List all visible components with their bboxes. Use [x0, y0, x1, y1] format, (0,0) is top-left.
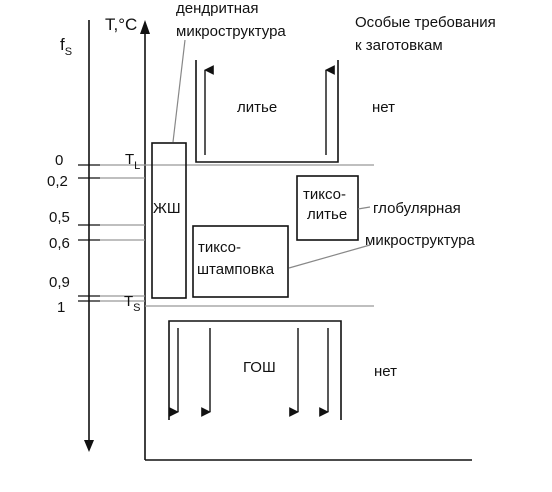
fs-ticks: 0 0,2 0,5 0,6 0,9 1	[47, 152, 100, 316]
globular-leader	[357, 206, 371, 210]
none-top-label: нет	[372, 99, 395, 116]
fs-tick-label: 0,9	[49, 274, 70, 291]
fs-axis-arrow	[84, 440, 94, 452]
fs-tick-label: 0,6	[49, 235, 70, 252]
zhsh-box	[151, 142, 187, 299]
tl-label: TL	[125, 151, 140, 172]
temperature-axis-arrow	[140, 20, 150, 34]
thixocasting-box	[296, 175, 359, 241]
guide-lines	[100, 164, 374, 307]
fs-tick-label: 0,5	[49, 209, 70, 226]
globular-label: глобулярная микроструктура	[365, 200, 475, 249]
temperature-axis-label: T,°C	[105, 15, 137, 34]
fs-tick-label: 0	[55, 152, 63, 169]
none-bottom-label: нет	[374, 363, 397, 380]
thixoforming-box	[192, 225, 289, 298]
globular-leader	[288, 244, 371, 269]
casting-label: литье	[237, 99, 277, 116]
dendritic-label: дендритная микроструктура	[176, 0, 286, 40]
gosh-label: ГОШ	[243, 359, 276, 376]
dendritic-leader	[172, 39, 186, 143]
thixoforming-label: тиксо- штамповка	[197, 239, 275, 278]
fs-tick-label: 1	[57, 299, 65, 316]
ts-label: TS	[124, 293, 141, 314]
requirements-label: Особые требования к заготовкам	[355, 14, 500, 54]
fs-axis-label: fS	[60, 35, 72, 58]
gosh-region	[168, 320, 342, 420]
zhsh-label: ЖШ	[153, 200, 181, 217]
thixocasting-label: тиксо- литье	[303, 186, 350, 223]
casting-region	[195, 60, 339, 163]
fs-tick-label: 0,2	[47, 173, 68, 190]
